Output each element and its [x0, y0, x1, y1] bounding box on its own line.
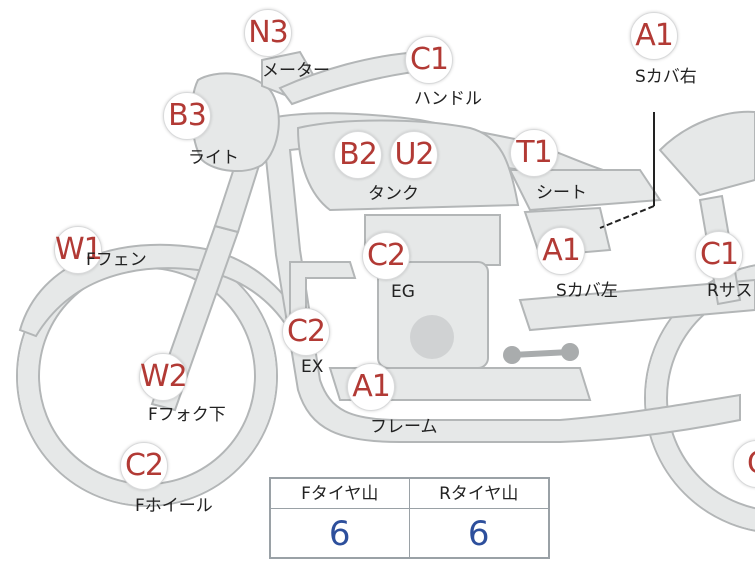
tire-tread-table: Fタイヤ山 Rタイヤ山 6 6 — [269, 477, 550, 559]
seat-cover-right-label: Sカバ右 — [635, 67, 697, 87]
exhaust-code-badge[interactable]: C2 — [282, 308, 330, 356]
frame-rear-arm-shape — [518, 278, 755, 332]
tank-code-badge-2[interactable]: U2 — [390, 131, 438, 179]
seat-cover-right-code-badge[interactable]: A1 — [630, 12, 678, 60]
tank-label: タンク — [368, 184, 419, 204]
exhaust-label: EX — [301, 357, 324, 377]
meter-label: メーター — [262, 61, 330, 81]
rear-wheel-shape — [644, 264, 755, 532]
engine-label: EG — [391, 282, 415, 302]
engine-body-shape — [377, 261, 489, 369]
seat-cover-left-label: Sカバ左 — [556, 281, 618, 301]
light-code-badge[interactable]: B3 — [163, 92, 211, 140]
side-cover-right-leader-diag — [599, 205, 655, 229]
front-fork-code-badge[interactable]: W2 — [139, 353, 188, 401]
front-fender-label: Fフェン — [86, 250, 147, 270]
seat-label: シート — [536, 183, 587, 203]
handle-label: ハンドル — [414, 89, 482, 109]
frame-code-badge[interactable]: A1 — [347, 363, 395, 411]
rear-suspension-label: Rサス — [707, 281, 753, 301]
frame-lower-shape — [328, 367, 592, 401]
meter-code-badge[interactable]: N3 — [244, 9, 292, 57]
linkage-shape — [503, 343, 579, 364]
front-wheel-code-badge[interactable]: C2 — [120, 442, 168, 490]
frame-label: フレーム — [370, 417, 438, 437]
engine-code-badge[interactable]: C2 — [362, 232, 410, 280]
light-label: ライト — [188, 148, 239, 168]
front-fork-label: Fフォク下 — [148, 405, 226, 425]
seat-code-badge[interactable]: T1 — [510, 129, 558, 177]
front-wheel-label: Fホイール — [135, 496, 213, 516]
tank-code-badge-1[interactable]: B2 — [334, 131, 382, 179]
seat-cover-left-code-badge[interactable]: A1 — [537, 227, 585, 275]
engine-cover-shape — [410, 315, 454, 359]
front-tire-header: Fタイヤ山 — [271, 479, 410, 509]
front-tire-value[interactable]: 6 — [271, 509, 410, 559]
rear-tire-header: Rタイヤ山 — [409, 479, 548, 509]
front-fender-code-badge[interactable]: W1 — [54, 226, 103, 274]
handle-code-badge[interactable]: C1 — [405, 36, 453, 84]
rear-tire-value[interactable]: 6 — [467, 514, 490, 554]
rear-suspension-code-badge[interactable]: C1 — [695, 231, 743, 279]
seat-shape — [508, 169, 662, 212]
seat-rear-shape — [658, 110, 755, 197]
